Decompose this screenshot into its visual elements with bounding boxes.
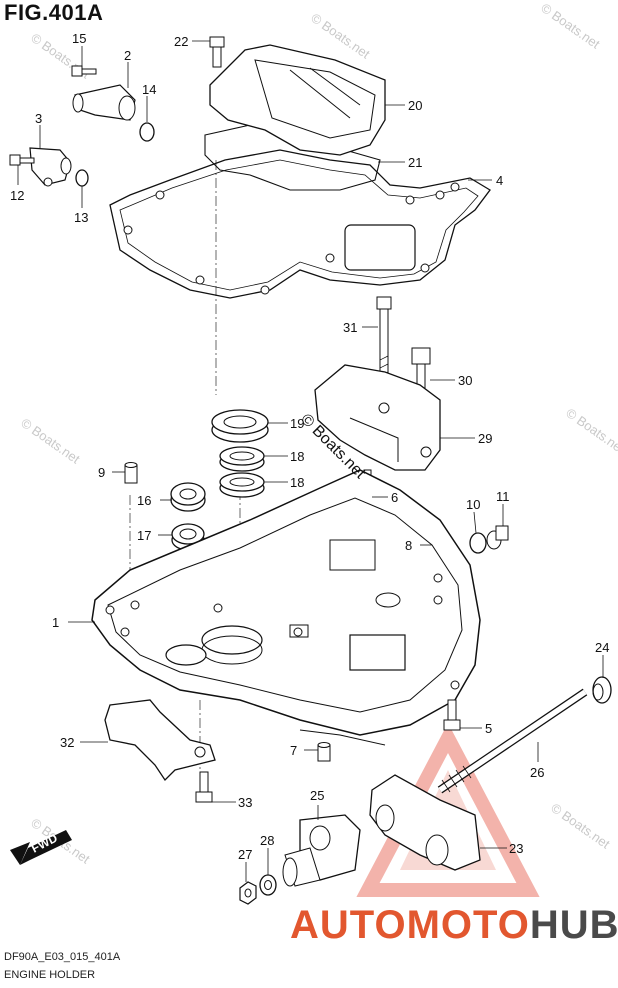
- callout-13: 13: [74, 210, 88, 225]
- gasket-4-inner: [119, 159, 479, 291]
- callout-3: 3: [35, 111, 42, 126]
- bearing-16: [170, 482, 206, 512]
- bolt-15: [71, 65, 97, 77]
- oring-14: [139, 122, 155, 142]
- callout-29: 29: [478, 431, 492, 446]
- sensor-3: [29, 147, 72, 187]
- callout-10: 10: [466, 497, 480, 512]
- gasket-4: [109, 149, 491, 299]
- dowel-7: [317, 742, 331, 762]
- callout-25: 25: [310, 788, 324, 803]
- washer-10: [469, 532, 487, 554]
- callout-2: 2: [124, 48, 131, 63]
- bolt-22: [209, 36, 225, 68]
- callout-6: 6: [391, 490, 398, 505]
- gasket-4-holes: [123, 182, 460, 295]
- bolt-33: [195, 771, 213, 803]
- bracket-32: [104, 699, 216, 782]
- callout-20: 20: [408, 98, 422, 113]
- callout-27: 27: [238, 847, 252, 862]
- bolt-12: [9, 154, 35, 166]
- callouts: 22 15 2 14 3 12 13 20 21 4 31 30 29 19 1…: [10, 31, 609, 862]
- callout-5: 5: [485, 721, 492, 736]
- watermark: © Boats.net: [548, 800, 613, 852]
- callout-31: 31: [343, 320, 357, 335]
- callout-4: 4: [496, 173, 503, 188]
- watermark: © Boats.net: [563, 405, 618, 457]
- brand-part2: HUB: [530, 903, 618, 947]
- callout-16: 16: [137, 493, 151, 508]
- gasket-4-port: [344, 224, 416, 271]
- nut-27: [239, 881, 257, 905]
- brand-text: AUTOMOTOHUB: [290, 903, 618, 947]
- callout-7: 7: [290, 743, 297, 758]
- engine-holder-1: [91, 469, 481, 746]
- footer-code: DF90A_E03_015_401A: [4, 951, 121, 963]
- callout-15: 15: [72, 31, 86, 46]
- callout-23: 23: [509, 841, 523, 856]
- callout-18b: 18: [290, 475, 304, 490]
- bracket-29: [314, 364, 441, 471]
- cap-24: [592, 676, 612, 704]
- oil-seal-19: [211, 409, 269, 443]
- oil-seal-18a: [219, 446, 265, 472]
- callout-28: 28: [260, 833, 274, 848]
- callout-18a: 18: [290, 449, 304, 464]
- callout-12: 12: [10, 188, 24, 203]
- washer-28: [259, 874, 277, 896]
- dowel-9: [124, 462, 138, 484]
- callout-14: 14: [142, 82, 156, 97]
- sensor-2: [72, 84, 136, 121]
- footer-section: ENGINE HOLDER: [4, 969, 96, 981]
- callout-32: 32: [60, 735, 74, 750]
- callout-30: 30: [458, 373, 472, 388]
- plug-11: [486, 525, 509, 550]
- cover-20-inner: [254, 59, 376, 139]
- callout-22: 22: [174, 34, 188, 49]
- watermark: © Boats.net: [538, 0, 603, 52]
- callout-24: 24: [595, 640, 609, 655]
- callout-21: 21: [408, 155, 422, 170]
- callout-9: 9: [98, 465, 105, 480]
- oring-13: [75, 169, 89, 187]
- watermark: © Boats.net: [308, 10, 373, 62]
- callout-26: 26: [530, 765, 544, 780]
- brand-part1: AUTOMOTO: [290, 903, 530, 947]
- callout-17: 17: [137, 528, 151, 543]
- callout-19: 19: [290, 416, 304, 431]
- callout-33: 33: [238, 795, 252, 810]
- cover-20: [209, 44, 386, 156]
- callout-11: 11: [496, 489, 510, 504]
- oil-seal-18b: [219, 472, 265, 498]
- leader-lines: [17, 40, 604, 882]
- through-bolt-26: [437, 688, 588, 794]
- figure-title: FIG.401A: [4, 0, 104, 25]
- callout-1: 1: [52, 615, 59, 630]
- bolt-5: [443, 699, 461, 731]
- watermark: © Boats.net: [18, 415, 83, 467]
- bolt-31: [376, 296, 392, 400]
- rubber-mount-25: [282, 814, 361, 887]
- callout-8: 8: [405, 538, 412, 553]
